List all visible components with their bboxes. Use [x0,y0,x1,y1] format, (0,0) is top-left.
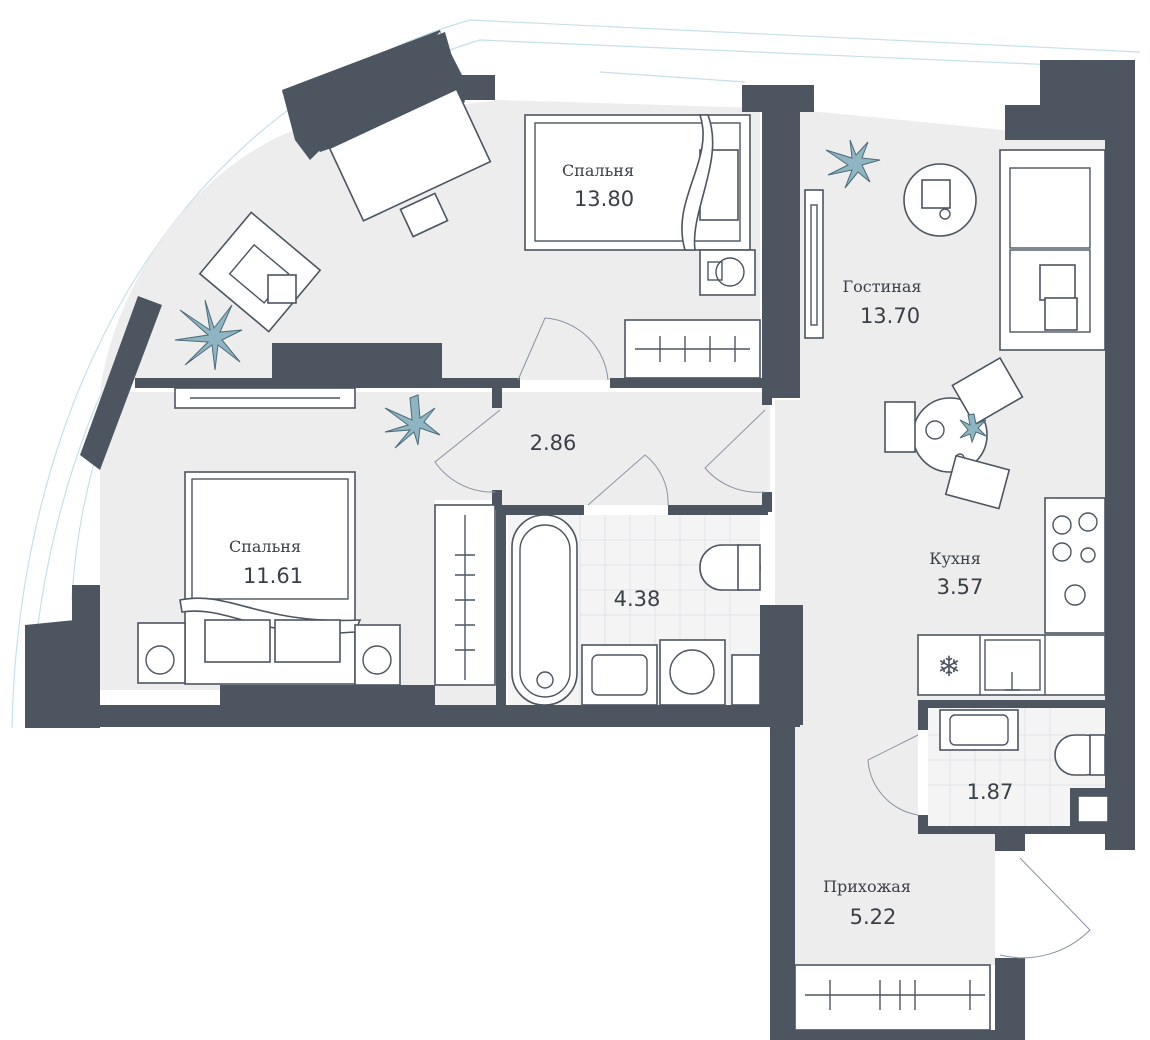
hallway-wardrobe [794,964,991,1031]
bedroom-2-furniture [137,387,496,686]
plants [174,139,987,449]
room-area: 4.38 [614,587,661,611]
room-label-toilet: 1.87 [967,780,1014,804]
room-name: Спальня [229,537,301,556]
windows [731,654,1109,823]
svg-text:❄: ❄ [937,650,960,683]
doors [434,317,1091,959]
kitchen-furniture: ❄ [917,497,1106,696]
room-area: 1.87 [967,780,1014,804]
bedroom-1-furniture [198,88,761,379]
room-name: Кухня [929,549,981,568]
room-area: 2.86 [530,431,577,455]
room-area: 11.61 [243,564,303,588]
room-area: 13.80 [574,187,634,211]
room-label-kitchen: Кухня 3.57 [929,549,983,599]
bathroom-fixtures [511,514,1106,776]
room-label-corridor: 2.86 [530,431,577,455]
room-area: 13.70 [860,304,920,328]
room-area: 3.57 [937,575,984,599]
room-label-bedroom-2: Спальня 11.61 [229,537,303,588]
room-name: Спальня [562,161,634,180]
room-name: Гостиная [843,277,922,296]
room-area: 5.22 [850,905,897,929]
room-name: Прихожая [823,877,911,896]
room-label-bathroom: 4.38 [614,587,661,611]
room-label-bedroom-1: Спальня 13.80 [562,161,634,211]
room-label-hallway: Прихожая 5.22 [823,877,911,929]
room-label-living-room: Гостиная 13.70 [843,277,922,328]
